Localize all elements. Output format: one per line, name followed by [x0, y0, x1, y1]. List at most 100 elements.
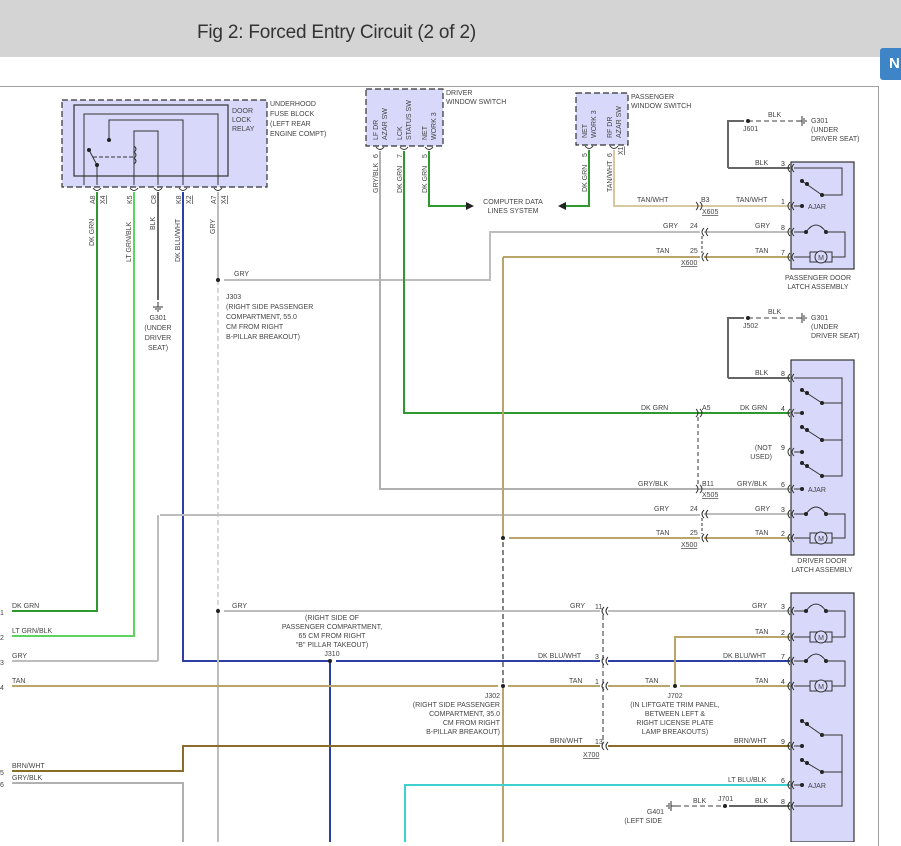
wire-gry-blk [12, 782, 184, 842]
splice-j310-label: (RIGHT SIDE OF [305, 615, 359, 622]
connector-x605 [695, 201, 703, 211]
pin-number: 1 [781, 199, 785, 206]
pin-number: 4 [781, 406, 785, 413]
passenger-door-latch-label: PASSENGER DOOR [785, 275, 851, 282]
connector-x505 [695, 408, 703, 418]
passenger-window-switch-label: PASSENGER [631, 94, 674, 101]
wire-label: GRY [234, 271, 249, 278]
connector-pin: B3 [701, 197, 710, 204]
driver-latch-pin [787, 408, 795, 418]
driver-switch-pin [424, 146, 434, 150]
connector-x505-label: X505 [702, 492, 718, 499]
motor-label: M [818, 255, 824, 262]
wire-label: BLK [755, 160, 769, 167]
splice-j502-label: J502 [743, 323, 758, 330]
connector-x600 [701, 227, 709, 237]
splice-j303-label: COMPARTMENT, 55.0 [226, 314, 297, 321]
driver-door-latch-label: DRIVER DOOR [797, 558, 846, 565]
ground-g301-label: (UNDER [144, 325, 171, 332]
connector-pin: 24 [690, 506, 698, 513]
connector-pin: 3 [595, 654, 599, 661]
next-figure-button[interactable]: N [880, 48, 901, 80]
fuse-block-pin [178, 187, 188, 191]
switch-contact [805, 722, 809, 726]
lock-switch-icon [805, 506, 827, 515]
splice-dot [804, 230, 808, 234]
pin-number: 7 [781, 654, 785, 661]
connector-pin: A5 [702, 405, 711, 412]
offpage-pin-number: 6 [0, 782, 4, 789]
wire-label: DK GRN [422, 166, 429, 193]
pin-number: 5 [582, 153, 589, 157]
motor-icon [814, 531, 828, 545]
connector-pin: 25 [690, 530, 698, 537]
offpage-wire-label: BRN/WHT [12, 763, 45, 770]
driver-latch-pin [787, 447, 795, 457]
ajar-label: AJAR [808, 487, 826, 494]
latch-circuit [826, 660, 846, 687]
passenger-latch-pin [787, 201, 795, 211]
splice-dot [107, 138, 111, 142]
fuse-block-pin-number: A7 [211, 195, 218, 204]
wire-label: TAN [755, 629, 768, 636]
splice-dot [800, 487, 804, 491]
wire-blk [727, 120, 744, 168]
motor-icon [814, 630, 828, 644]
motor-label: M [818, 684, 824, 691]
fuse-block-pin-number: C8 [151, 195, 158, 204]
ground-g301-label: SEAT) [148, 345, 168, 352]
passenger-switch-pin [609, 145, 619, 149]
splice-j303-label: CM FROM RIGHT [226, 324, 284, 331]
motor-icon [814, 250, 828, 264]
splice-j303-label: (RIGHT SIDE PASSENGER [226, 304, 313, 311]
not-used-label: USED) [750, 454, 772, 461]
arrow-left-icon [558, 202, 566, 210]
splice-dot [95, 163, 99, 167]
switch-contact [800, 425, 804, 429]
passenger-window-switch-label: WINDOW SWITCH [631, 103, 691, 110]
lock-switch-icon [805, 224, 827, 233]
connector-pin: 13 [595, 739, 603, 746]
latch-circuit [826, 513, 846, 539]
wire-brn-wht [12, 745, 600, 772]
switch-pin-name: NET [582, 123, 589, 138]
splice-j302-label: CM FROM RIGHT [443, 720, 501, 727]
offpage-pin-number: 2 [0, 635, 4, 642]
splice-j601 [746, 119, 750, 123]
switch-pin-name: LCK [397, 126, 404, 140]
relay-label: RELAY [232, 126, 255, 133]
offpage-pin-number: 4 [0, 685, 4, 692]
driver-latch-pin [787, 373, 795, 383]
lock-switch-icon [805, 603, 827, 612]
offpage-pin-number: 1 [0, 610, 4, 617]
wire-label: BLK [768, 309, 782, 316]
switch-contact [805, 464, 809, 468]
switch-pin-name: LF DR [373, 120, 380, 140]
wire-label: GRY [755, 506, 770, 513]
driver-window-switch [365, 88, 444, 147]
switch-contact [805, 182, 809, 186]
wire-label: GRY [232, 603, 247, 610]
ajar-label: AJAR [808, 783, 826, 790]
splice-j310 [328, 659, 332, 663]
ground-g401-label: G401 [647, 809, 664, 816]
pin-number: 5 [422, 154, 429, 158]
switch-pin-name: WORK 3 [591, 110, 598, 138]
wire-dk-grn [428, 151, 466, 207]
passenger-switch-pin [584, 145, 594, 149]
connector-x500 [701, 533, 709, 543]
latch-circuit [826, 231, 846, 258]
ground-g301-label: (UNDER [811, 127, 838, 134]
wire-lt-grn-blk [12, 192, 135, 637]
relay-circuit [83, 113, 219, 185]
switch-contact [820, 193, 824, 197]
fuse-block-connector-id: X4 [100, 195, 107, 204]
switch-contact [820, 401, 824, 405]
wire-gry [224, 231, 700, 281]
connector-x500 [701, 509, 709, 519]
liftgate-latch-pin [787, 656, 795, 666]
motor-label: M [818, 536, 824, 543]
wire-label: GRY [654, 506, 669, 513]
arrow-right-icon [466, 202, 474, 210]
connector-pin: B11 [702, 481, 714, 488]
